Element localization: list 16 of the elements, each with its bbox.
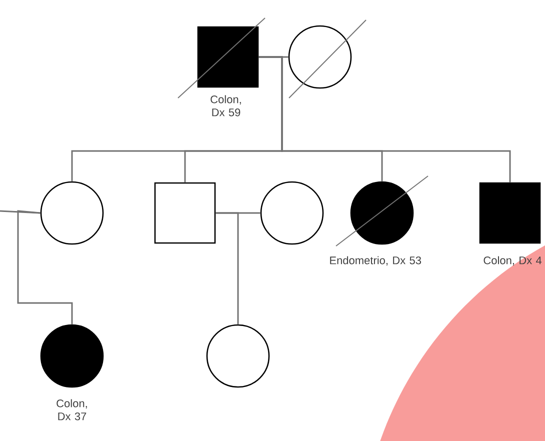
descent-line: [216, 212, 239, 324]
diagnosis-label: Colon, Dx 4: [484, 256, 542, 266]
diagnosis-label: Colon, Dx 37: [56, 399, 87, 420]
diagnosis-label: Colon, Dx 59: [210, 95, 241, 116]
female-circle: [288, 25, 352, 89]
diagnosis-label: Endometrio, Dx 53: [330, 256, 422, 266]
female-circle: [206, 324, 270, 388]
male-square: [197, 26, 259, 88]
female-circle: [350, 181, 414, 245]
female-circle: [260, 181, 324, 245]
descent-line: [258, 56, 511, 182]
female-circle: [40, 181, 104, 245]
male-square: [154, 182, 216, 244]
descent-line: [17, 210, 73, 324]
female-circle: [40, 324, 104, 388]
male-square: [479, 182, 541, 244]
